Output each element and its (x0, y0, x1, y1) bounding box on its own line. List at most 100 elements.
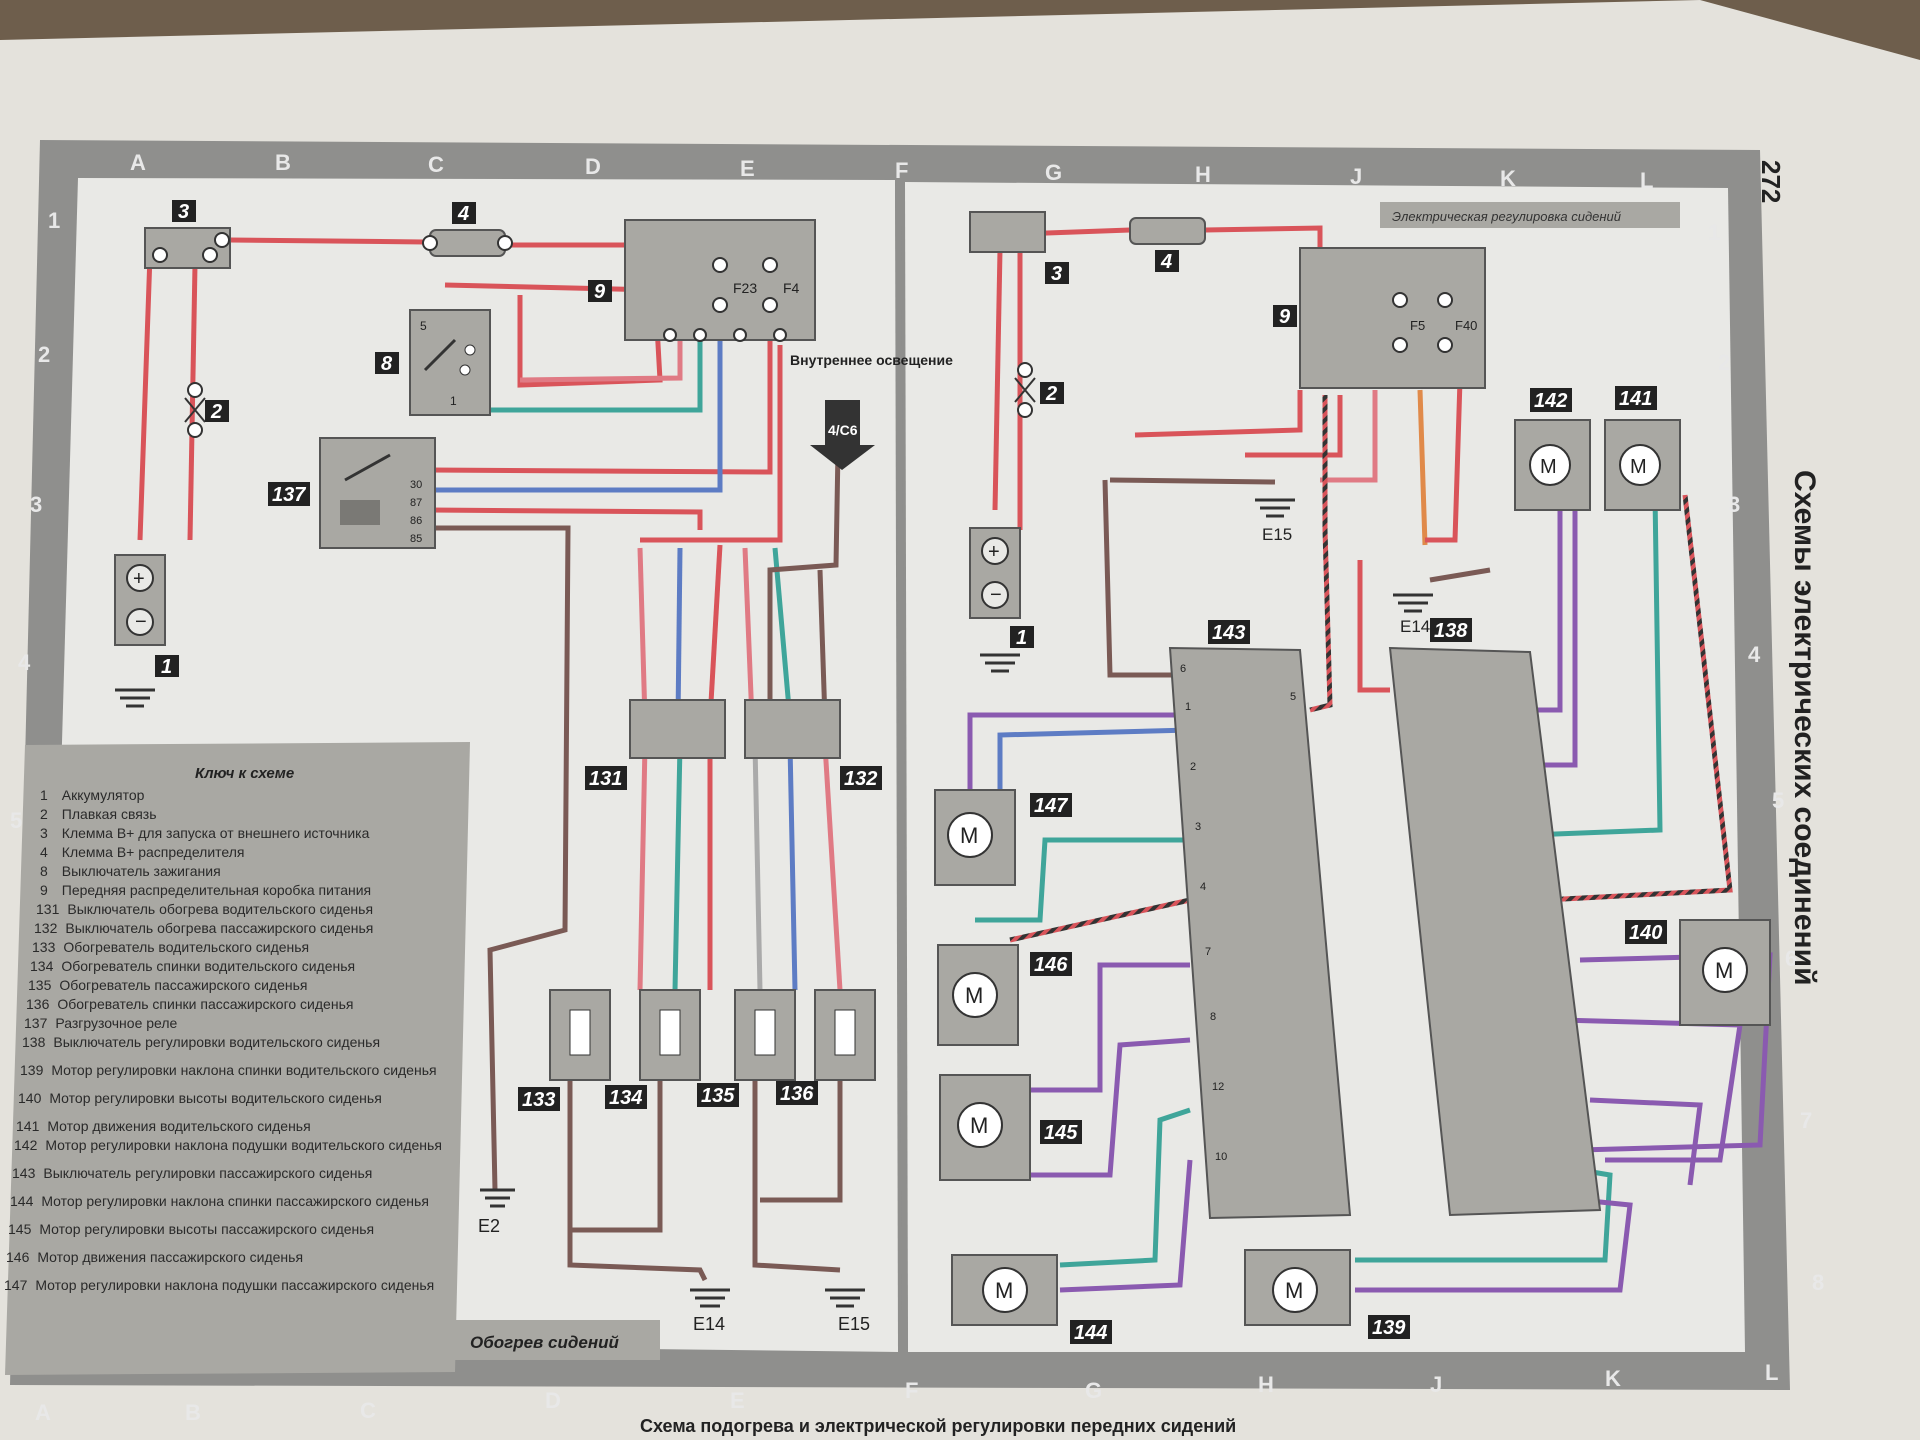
svg-text:2: 2 (1190, 761, 1196, 773)
svg-text:3: 3 (1195, 821, 1201, 833)
svg-text:3: 3 (1051, 263, 1062, 285)
driver-seat-adjust-switch (1388, 646, 1602, 1217)
seat-heater-switch-driver (629, 699, 726, 759)
svg-text:M: M (1630, 456, 1647, 478)
svg-text:F: F (905, 1378, 918, 1403)
fuse-f40: F40 (1455, 318, 1477, 333)
key-title: Ключ к схеме (195, 765, 294, 782)
svg-text:138: 138 (1434, 620, 1468, 642)
svg-text:135: 135 (701, 1085, 735, 1107)
svg-text:8: 8 (1210, 1011, 1216, 1023)
svg-text:1: 1 (1016, 627, 1027, 649)
svg-text:Внутреннее освещение: Внутреннее освещение (790, 352, 953, 368)
component-tags-right: 3 4 2 1 9 143 138 142 141 140 147 146 14… (1010, 250, 1667, 1344)
terminal-b-plus-external (969, 211, 1046, 253)
svg-text:85: 85 (410, 533, 422, 545)
svg-text:+: + (988, 541, 1000, 563)
grid-top: A B C D E F G H J K L (130, 150, 1653, 193)
svg-text:6: 6 (1785, 946, 1797, 971)
ground-label-e14: E14 (693, 1314, 725, 1334)
svg-text:146: 146 (1034, 954, 1068, 976)
svg-text:5: 5 (420, 319, 427, 333)
svg-text:4/C6: 4/C6 (828, 422, 858, 438)
svg-text:10: 10 (1215, 1151, 1227, 1163)
svg-text:1: 1 (1185, 701, 1191, 713)
svg-text:−: − (990, 584, 1002, 606)
seat-heater-switch-passenger (744, 699, 841, 759)
terminal-b-plus-distributor (1129, 217, 1206, 245)
fuse-f4: F4 (783, 280, 800, 296)
svg-text:B: B (275, 150, 291, 175)
fuse-f23: F23 (733, 280, 757, 296)
fuse-box-front: F5 F40 (1299, 247, 1486, 389)
svg-text:E: E (730, 1388, 745, 1413)
seat-heater-driver (549, 989, 611, 1081)
svg-text:L: L (1640, 168, 1653, 193)
component-tags-left: 3 4 2 1 8 9 137 131 132 133 134 135 136 (155, 200, 882, 1111)
svg-text:2: 2 (1718, 350, 1730, 375)
svg-text:2: 2 (1045, 383, 1057, 405)
svg-text:L: L (1765, 1360, 1778, 1385)
svg-text:+: + (133, 568, 145, 590)
svg-text:H: H (1195, 162, 1211, 187)
svg-text:4: 4 (1748, 642, 1761, 667)
svg-text:B: B (185, 1400, 201, 1425)
motor-passenger-move: M (937, 944, 1019, 1046)
ignition-switch: 5 1 (409, 309, 491, 416)
svg-text:8: 8 (381, 353, 393, 375)
ground-label-e15-right: E15 (1262, 525, 1292, 544)
svg-text:3: 3 (30, 492, 42, 517)
seat-heater-passenger (734, 989, 796, 1081)
seat-back-heater-driver (639, 989, 701, 1081)
svg-text:7: 7 (1800, 1108, 1812, 1133)
figure-caption: Схема подогрева и электрической регулиро… (640, 1416, 1236, 1436)
motor-passenger-backrest-tilt: M (951, 1254, 1058, 1326)
left-wires (137, 237, 843, 1282)
svg-text:2: 2 (210, 401, 222, 423)
svg-text:M: M (965, 983, 983, 1008)
fuse-f5: F5 (1410, 318, 1425, 333)
svg-text:2: 2 (38, 342, 50, 367)
motor-driver-move: M (1604, 419, 1681, 511)
svg-text:1: 1 (450, 394, 457, 408)
passenger-seat-adjust-switch: 6 1 2 3 4 7 8 12 10 5 (1168, 646, 1352, 1220)
svg-text:G: G (1045, 160, 1062, 185)
svg-text:30: 30 (410, 479, 422, 491)
grid-bottom: A B C D E F G H J K L (35, 1360, 1778, 1425)
svg-text:Обогрев сидений: Обогрев сидений (470, 1333, 619, 1352)
svg-text:6: 6 (1180, 663, 1186, 675)
svg-text:J: J (1350, 164, 1362, 189)
svg-text:12: 12 (1212, 1081, 1224, 1093)
svg-text:4: 4 (1200, 881, 1206, 893)
svg-text:F: F (895, 158, 908, 183)
ground-symbol (115, 688, 865, 1308)
svg-text:K: K (1500, 166, 1516, 191)
svg-text:1: 1 (161, 656, 172, 678)
svg-text:5: 5 (10, 808, 22, 833)
svg-text:134: 134 (609, 1087, 642, 1109)
svg-text:3: 3 (178, 201, 189, 223)
ground-label-e2: E2 (478, 1216, 500, 1236)
ground-label-e15: E15 (838, 1314, 870, 1334)
svg-text:K: K (1605, 1366, 1621, 1391)
svg-text:132: 132 (844, 768, 877, 790)
svg-text:C: C (428, 152, 444, 177)
ground-symbol (980, 498, 1433, 673)
grid-rows-left: 1 2 3 4 5 (10, 208, 60, 833)
svg-text:137: 137 (272, 484, 306, 506)
